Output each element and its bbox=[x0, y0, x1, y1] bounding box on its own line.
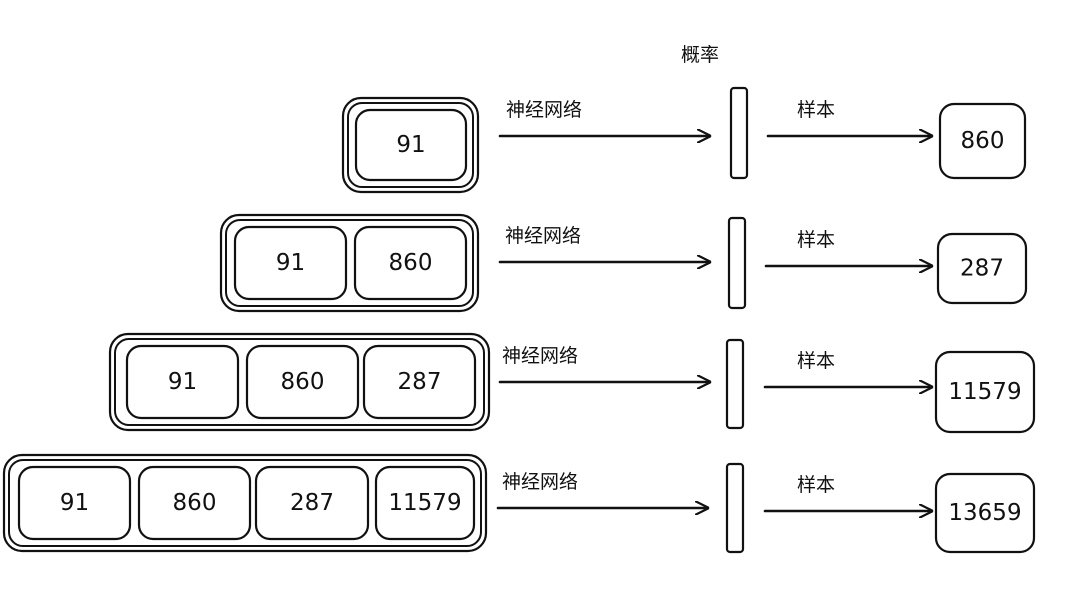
probability-bar bbox=[729, 86, 749, 180]
sample-label: 样本 bbox=[797, 229, 835, 251]
network-label: 神经网络 bbox=[502, 345, 578, 367]
output-token-value: 13659 bbox=[948, 500, 1021, 526]
context-container-inner bbox=[8, 459, 482, 547]
sequence-row: 91 860 287 神经网络 样本 11579 bbox=[108, 332, 1036, 434]
context-container-inner bbox=[225, 219, 474, 307]
context-container bbox=[108, 332, 491, 432]
sample-label: 样本 bbox=[797, 474, 835, 496]
network-label: 神经网络 bbox=[502, 471, 578, 493]
output-token-box bbox=[934, 350, 1036, 434]
token-box bbox=[17, 465, 132, 541]
token-box bbox=[362, 344, 477, 420]
token-value: 860 bbox=[389, 250, 433, 276]
token-box bbox=[374, 465, 476, 541]
token-value: 91 bbox=[396, 132, 425, 158]
context-container-inner bbox=[347, 102, 474, 188]
token-value: 91 bbox=[276, 250, 305, 276]
context-container-inner bbox=[114, 338, 485, 426]
sequence-row: 91 860 287 11579 神经网络 样本 13659 bbox=[2, 453, 1036, 554]
token-value: 860 bbox=[281, 369, 325, 395]
probability-bar bbox=[725, 462, 745, 554]
output-token-value: 287 bbox=[960, 256, 1004, 282]
token-value: 91 bbox=[168, 369, 197, 395]
token-box bbox=[245, 344, 360, 420]
token-value: 287 bbox=[290, 490, 334, 516]
probability-heading: 概率 bbox=[681, 44, 719, 66]
token-value: 11579 bbox=[388, 490, 461, 516]
sample-label: 样本 bbox=[797, 99, 835, 121]
context-container bbox=[219, 213, 480, 313]
token-value: 91 bbox=[60, 490, 89, 516]
output-token-box bbox=[938, 102, 1027, 180]
sequence-row: 91 860 神经网络 样本 287 bbox=[219, 213, 1028, 313]
token-box bbox=[125, 344, 240, 420]
token-box bbox=[353, 225, 468, 301]
output-token-value: 860 bbox=[961, 128, 1005, 154]
context-container bbox=[341, 96, 480, 194]
output-token-box bbox=[936, 232, 1028, 305]
token-box bbox=[354, 108, 468, 182]
token-value: 860 bbox=[173, 490, 217, 516]
probability-bar bbox=[727, 216, 747, 310]
probability-bar bbox=[725, 338, 745, 430]
token-box bbox=[233, 225, 348, 301]
context-container bbox=[2, 453, 488, 553]
network-label: 神经网络 bbox=[505, 225, 581, 247]
output-token-box bbox=[934, 472, 1036, 554]
token-value: 287 bbox=[398, 369, 442, 395]
output-token-value: 11579 bbox=[948, 379, 1021, 405]
token-box bbox=[254, 465, 370, 541]
network-label: 神经网络 bbox=[506, 99, 582, 121]
sample-label: 样本 bbox=[797, 350, 835, 372]
token-box bbox=[137, 465, 252, 541]
sequence-row: 91 神经网络 样本 860 bbox=[341, 86, 1027, 194]
